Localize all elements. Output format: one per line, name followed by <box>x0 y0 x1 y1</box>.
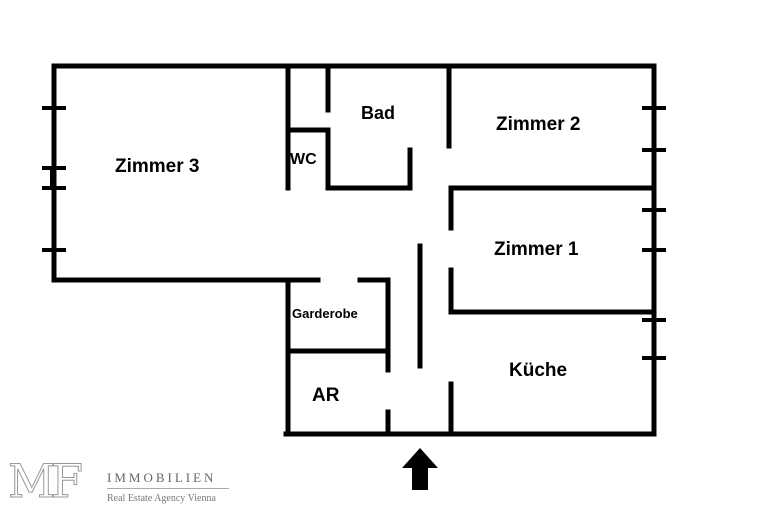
room-label-zimmer3: Zimmer 3 <box>115 156 199 177</box>
arrow-up-icon <box>402 448 438 490</box>
windows <box>42 106 666 360</box>
logo-name: IMMOBILIEN <box>107 470 217 485</box>
room-label-zimmer1: Zimmer 1 <box>494 239 579 260</box>
logo-mark: MF <box>7 454 83 508</box>
logo-divider <box>107 488 229 489</box>
room-label-bad: Bad <box>361 103 395 123</box>
room-label-garderobe: Garderobe <box>292 306 358 321</box>
logo-tagline: Real Estate Agency Vienna <box>107 493 216 504</box>
room-label-ar: AR <box>312 385 340 406</box>
room-label-wc: WC <box>290 151 317 168</box>
room-label-kueche: Küche <box>509 360 567 381</box>
room-label-zimmer2: Zimmer 2 <box>496 114 580 135</box>
